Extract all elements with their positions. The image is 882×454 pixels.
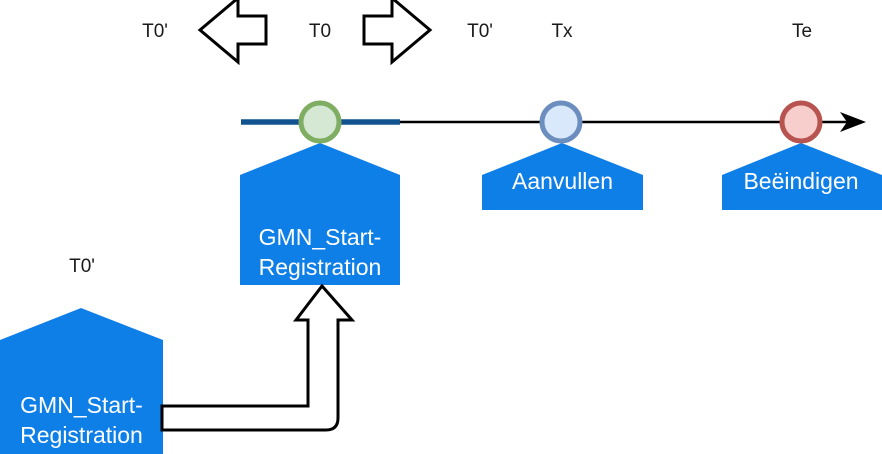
direction-arrow-left-icon xyxy=(197,0,268,66)
label-te: Te xyxy=(791,21,813,42)
node-shape-gmn-start-registration-t0-prime[interactable] xyxy=(0,308,163,454)
label-tx: Tx xyxy=(551,21,573,42)
timeline-marker-te-circle[interactable] xyxy=(779,100,823,144)
direction-arrow-right-icon xyxy=(362,0,433,66)
node-shape-gmn-start-registration-t0[interactable] xyxy=(240,143,400,285)
node-shape-beeindigen[interactable] xyxy=(722,143,882,210)
timeline-marker-t0-circle[interactable] xyxy=(298,100,342,144)
label-t0-prime-bottom: T0' xyxy=(69,256,95,277)
connector-arrow-bottom-to-top xyxy=(160,283,356,432)
label-t0: T0 xyxy=(308,21,332,42)
timeline-marker-tx-circle[interactable] xyxy=(539,100,583,144)
timeline-arrowhead-icon xyxy=(840,112,866,132)
node-shape-aanvullen[interactable] xyxy=(482,143,643,210)
label-t0-prime-left: T0' xyxy=(142,21,168,42)
label-t0-prime-right: T0' xyxy=(467,21,493,42)
